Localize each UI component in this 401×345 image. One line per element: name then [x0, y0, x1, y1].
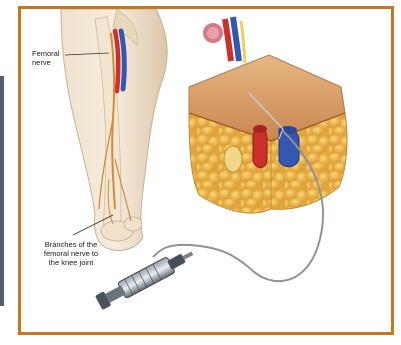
femoral-nerve-label: Femoral nerve	[32, 49, 60, 67]
image-frame: Femoral nerve Branches of the femoral ne…	[18, 6, 394, 335]
leg-shape	[61, 9, 167, 251]
tissue-block	[189, 55, 347, 213]
side-bar	[0, 76, 4, 306]
nerve-block-illustration	[21, 9, 391, 332]
branches-label: Branches of the femoral nerve to the kne…	[29, 240, 113, 267]
vessel-bundle-top	[203, 17, 245, 63]
